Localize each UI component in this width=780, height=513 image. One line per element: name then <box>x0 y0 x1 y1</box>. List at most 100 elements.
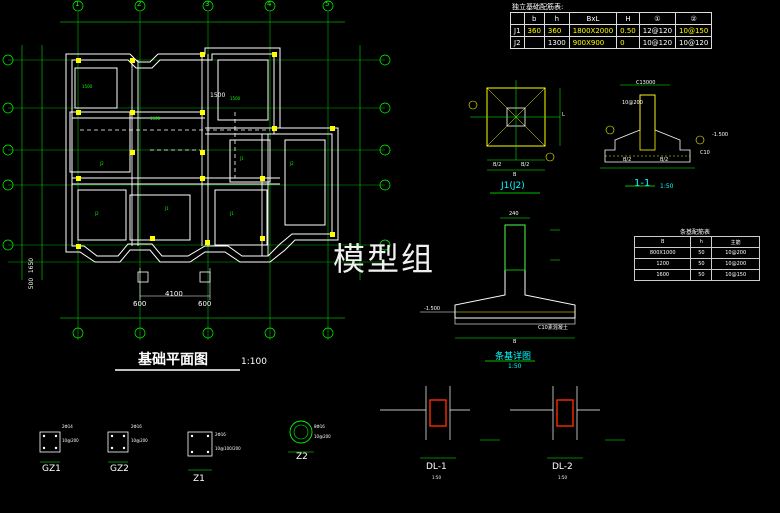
strip-rebar-table: B h 主筋 800X1000 50 10@200 1200 50 10@200… <box>633 236 760 281</box>
table-cell: J2 <box>510 36 525 49</box>
column-gz2-note1: 2Φ16 <box>131 424 142 429</box>
section-11 <box>600 84 705 169</box>
strip-dim-b: B <box>513 339 517 345</box>
column-gz1-note1: 2Φ14 <box>62 424 73 429</box>
section-dim-b2a: B/2 <box>623 157 632 163</box>
table-header: ② <box>675 12 713 25</box>
table-cell: 360 <box>543 24 570 37</box>
hidden-lines <box>80 112 270 178</box>
column-gz2-label: GZ2 <box>110 464 129 474</box>
table-cell: 0 <box>616 36 640 49</box>
j1-dim-b2b: B/2 <box>521 162 530 168</box>
strip-label: 条基详图 <box>495 352 532 362</box>
axis-number-3: 3 <box>205 0 210 8</box>
j1-dim-b: B <box>513 172 517 178</box>
column-gz1-note2: 10@200 <box>62 438 79 443</box>
column-z1-note1: 2Φ16 <box>215 432 226 437</box>
rebar-table: b h BxL H ① ② J1 360 360 1800X2000 0.50 … <box>510 12 713 49</box>
axis-grid <box>8 12 385 340</box>
table-header-row: B h 主筋 <box>633 236 760 248</box>
table-cell: J1 <box>510 24 525 37</box>
axis-number-1: 1 <box>75 0 80 8</box>
beam-dl2-note: 1:50 <box>558 475 567 480</box>
column-markers <box>76 52 335 249</box>
svg-text:J1: J1 <box>239 156 244 161</box>
j1-label: J1(J2) <box>501 181 525 191</box>
table-cell: 10@150 <box>675 24 713 37</box>
table-cell: 10@200 <box>711 258 760 270</box>
section-rebar: 10@200 <box>622 100 643 106</box>
axis-number-4: 4 <box>267 0 272 8</box>
table-header <box>510 12 525 25</box>
dim-1650: 1650 <box>28 257 36 274</box>
svg-text:1500: 1500 <box>150 116 161 121</box>
watermark: 模型组 <box>333 240 436 278</box>
beam-details <box>380 386 625 459</box>
plan-scale: 1:100 <box>241 357 267 367</box>
dim-4100: 4100 <box>165 290 183 298</box>
table-header-row: b h BxL H ① ② <box>510 12 713 25</box>
dim-1500: 1500 <box>210 92 226 99</box>
dimension-chains <box>21 21 361 319</box>
table-row: J2 1300 900X900 0 10@120 10@120 <box>510 36 713 49</box>
table2-title: 条基配筋表 <box>680 229 711 236</box>
column-gz2-note2: 10@200 <box>131 438 148 443</box>
axis-number-2: 2 <box>137 0 142 8</box>
table-cell <box>523 36 545 49</box>
dim-600: 600 <box>133 300 147 308</box>
table-cell: 1600 <box>633 269 692 281</box>
table-row: 1200 50 10@200 <box>633 258 760 270</box>
table-header: H <box>616 12 640 25</box>
table-cell: 50 <box>690 258 713 270</box>
strip-scale: 1:50 <box>508 363 522 370</box>
svg-text:J2: J2 <box>94 211 99 216</box>
section-dim-b2b: B/2 <box>660 157 669 163</box>
foundation-outline <box>65 47 339 263</box>
beam-dl2-label: DL-2 <box>552 462 573 472</box>
dim-500: 500 <box>28 277 36 290</box>
j1-dim-l: L <box>562 112 565 118</box>
table-header: BxL <box>568 12 618 25</box>
table-cell: 800X1000 <box>633 247 692 259</box>
column-z2-note2: 10@200 <box>314 434 331 439</box>
table-cell: 360 <box>523 24 545 37</box>
entry-column <box>137 271 149 283</box>
table-row: J1 360 360 1800X2000 0.50 12@120 10@150 <box>510 24 713 37</box>
svg-text:1500: 1500 <box>230 96 241 101</box>
table-cell: 10@200 <box>711 247 760 259</box>
table-row: 1600 50 10@150 <box>633 269 760 281</box>
column-z2-label: Z2 <box>296 452 308 462</box>
table-cell: 50 <box>690 269 713 281</box>
svg-text:J1: J1 <box>164 206 169 211</box>
column-details <box>39 420 314 471</box>
column-z2-note1: 8Φ16 <box>314 424 325 429</box>
dim-600b: 600 <box>198 300 212 308</box>
table1-title: 独立基础配筋表: <box>512 3 564 11</box>
table-row: 800X1000 50 10@200 <box>633 247 760 259</box>
table-cell: 900X900 <box>568 36 618 49</box>
beam-dl1-note: 1:50 <box>432 475 441 480</box>
table-cell: 1300 <box>543 36 570 49</box>
table-cell: 0.50 <box>616 24 640 37</box>
strip-detail <box>420 217 576 339</box>
beam-dl1-label: DL-1 <box>426 462 447 472</box>
section-c13000: C13000 <box>636 80 656 86</box>
axis-bubbles <box>2 0 391 339</box>
table-cell: 1200 <box>633 258 692 270</box>
table-header: 主筋 <box>711 236 760 248</box>
table-header: h <box>543 12 570 25</box>
detail-j1 <box>468 80 561 171</box>
section-scale: 1:50 <box>660 183 674 190</box>
column-gz1-label: GZ1 <box>42 464 61 474</box>
table-cell: 50 <box>690 247 713 259</box>
column-z1-label: Z1 <box>193 474 205 484</box>
svg-text:J1: J1 <box>229 211 234 216</box>
table-cell: 1800X2000 <box>568 24 618 37</box>
table-cell: 10@120 <box>638 36 677 49</box>
section-c10: C10 <box>700 150 710 156</box>
column-z1-note2: 10@100/200 <box>215 446 241 451</box>
table-cell: 10@120 <box>675 36 713 49</box>
strip-elev: -1.500 <box>424 306 441 312</box>
table-header: b <box>523 12 545 25</box>
